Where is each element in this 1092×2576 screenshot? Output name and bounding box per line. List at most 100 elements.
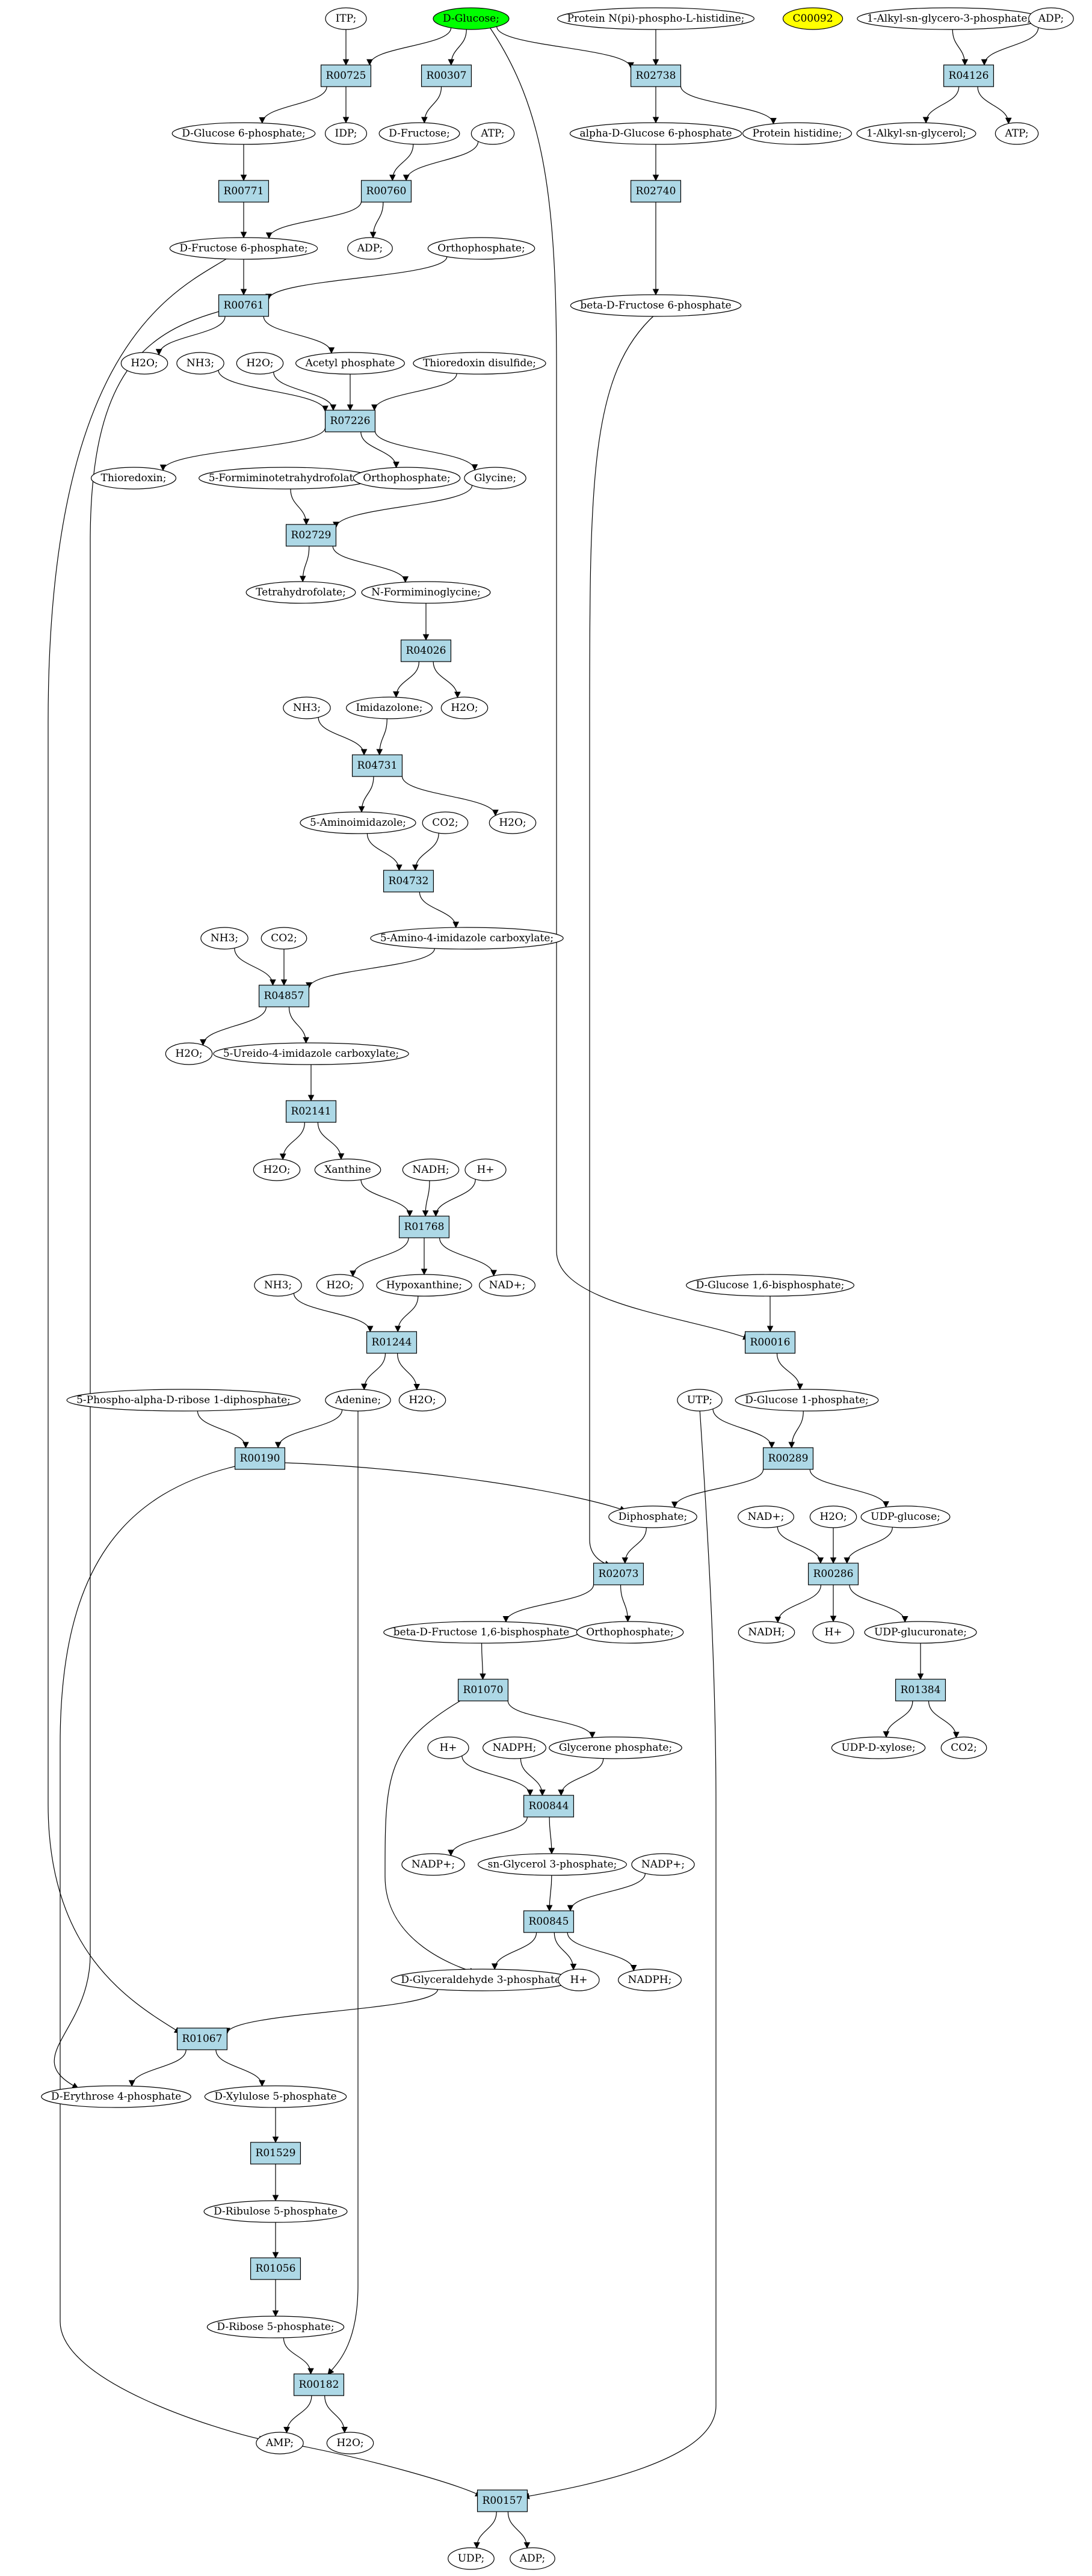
compound-node[interactable]: NADH; — [738, 1621, 795, 1644]
compound-node[interactable]: D-Ribulose 5-phosphate — [203, 2200, 348, 2223]
compound-node[interactable]: H2O; — [316, 1274, 364, 1297]
reaction-node[interactable]: R00289 — [762, 1447, 814, 1470]
compound-node[interactable]: beta-D-Fructose 6-phosphate — [570, 294, 742, 317]
reaction-node[interactable]: R00016 — [744, 1331, 796, 1354]
compound-node[interactable]: H+ — [427, 1736, 469, 1759]
compound-node[interactable]: NAD+; — [479, 1274, 535, 1297]
compound-node[interactable]: C00092 — [782, 7, 844, 30]
compound-node[interactable]: H2O; — [120, 352, 168, 375]
reaction-node[interactable]: R00760 — [360, 180, 412, 203]
compound-node[interactable]: D-Glucose 1,6-bisphosphate; — [685, 1274, 855, 1297]
compound-node[interactable]: NADP+; — [631, 1853, 695, 1876]
compound-node[interactable]: 5-Amino-4-imidazole carboxylate; — [370, 927, 564, 950]
compound-node[interactable]: H2O; — [440, 696, 489, 719]
reaction-node[interactable]: R04026 — [400, 639, 452, 662]
compound-node[interactable]: NADPH; — [618, 1969, 682, 1991]
reaction-node[interactable]: R00761 — [218, 294, 270, 317]
reaction-node[interactable]: R04126 — [943, 64, 995, 87]
compound-node[interactable]: Thioredoxin disulfide; — [413, 352, 546, 375]
compound-node[interactable]: NAD+; — [738, 1505, 794, 1528]
compound-node[interactable]: D-Glyceraldehyde 3-phosphate; — [390, 1969, 575, 1991]
compound-node[interactable]: Protein histidine; — [742, 122, 853, 145]
compound-node[interactable]: NH3; — [176, 352, 224, 375]
compound-node[interactable]: CO2; — [940, 1736, 987, 1759]
reaction-node[interactable]: R00844 — [523, 1795, 575, 1818]
compound-node[interactable]: ATP; — [470, 122, 515, 145]
compound-node[interactable]: Imidazolone; — [345, 696, 433, 719]
compound-node[interactable]: N-Formiminoglycine; — [361, 581, 491, 604]
compound-node[interactable]: ADP; — [1028, 7, 1074, 30]
compound-node[interactable]: ADP; — [347, 237, 393, 260]
compound-node[interactable]: H2O; — [398, 1389, 446, 1412]
compound-node[interactable]: Diphosphate; — [608, 1505, 697, 1528]
compound-node[interactable]: Tetrahydrofolate; — [245, 581, 356, 604]
compound-node[interactable]: D-Fructose; — [378, 122, 460, 145]
compound-node[interactable]: Orthophosphate; — [353, 467, 461, 490]
reaction-node[interactable]: R00182 — [293, 2373, 345, 2396]
compound-node[interactable]: UDP-glucuronate; — [864, 1621, 977, 1644]
compound-node[interactable]: CO2; — [422, 811, 469, 834]
compound-node[interactable]: D-Glucose; — [433, 7, 510, 30]
compound-node[interactable]: ATP; — [995, 122, 1039, 145]
compound-node[interactable]: Thioredoxin; — [90, 467, 177, 490]
reaction-node[interactable]: R01056 — [250, 2257, 301, 2280]
compound-node[interactable]: CO2; — [261, 927, 307, 950]
compound-node[interactable]: NH3; — [200, 927, 248, 950]
compound-node[interactable]: 1-Alkyl-sn-glycero-3-phosphate; — [857, 7, 1041, 30]
reaction-node[interactable]: R01768 — [398, 1216, 450, 1238]
compound-node[interactable]: 5-Formiminotetrahydrofolate; — [199, 467, 373, 490]
compound-node[interactable]: NH3; — [254, 1274, 302, 1297]
compound-node[interactable]: Adenine; — [325, 1389, 391, 1412]
compound-node[interactable]: ITP; — [325, 7, 367, 30]
compound-node[interactable]: 5-Aminoimidazole; — [300, 811, 416, 834]
reaction-node[interactable]: R07226 — [324, 410, 376, 432]
reaction-node[interactable]: R02740 — [630, 180, 682, 203]
reaction-node[interactable]: R01067 — [176, 2027, 228, 2050]
reaction-node[interactable]: R00157 — [477, 2489, 528, 2512]
compound-node[interactable]: UTP; — [677, 1389, 723, 1412]
reaction-node[interactable]: R00725 — [320, 64, 372, 87]
compound-node[interactable]: H+ — [558, 1969, 600, 1991]
compound-node[interactable]: H+ — [812, 1621, 854, 1644]
compound-node[interactable]: 5-Phospho-alpha-D-ribose 1-diphosphate; — [66, 1389, 301, 1412]
reaction-node[interactable]: R00286 — [807, 1563, 859, 1585]
compound-node[interactable]: Glycerone phosphate; — [549, 1736, 682, 1759]
reaction-node[interactable]: R00771 — [218, 180, 270, 203]
reaction-node[interactable]: R04732 — [383, 870, 434, 893]
compound-node[interactable]: H2O; — [489, 811, 537, 834]
compound-node[interactable]: H2O; — [165, 1042, 213, 1065]
compound-node[interactable]: alpha-D-Glucose 6-phosphate — [569, 122, 742, 145]
compound-node[interactable]: H2O; — [253, 1158, 301, 1181]
compound-node[interactable]: NADP+; — [401, 1853, 465, 1876]
compound-node[interactable]: AMP; — [256, 2432, 304, 2455]
compound-node[interactable]: 1-Alkyl-sn-glycerol; — [856, 122, 976, 145]
compound-node[interactable]: NH3; — [283, 696, 331, 719]
compound-node[interactable]: H2O; — [236, 352, 284, 375]
compound-node[interactable]: Protein N(pi)-phospho-L-histidine; — [557, 7, 754, 30]
compound-node[interactable]: 5-Ureido-4-imidazole carboxylate; — [213, 1042, 409, 1065]
compound-node[interactable]: ADP; — [510, 2547, 555, 2570]
compound-node[interactable]: D-Xylulose 5-phosphate — [204, 2085, 347, 2108]
compound-node[interactable]: D-Glucose 6-phosphate; — [171, 122, 316, 145]
compound-node[interactable]: Xanthine — [314, 1158, 381, 1181]
reaction-node[interactable]: R01244 — [366, 1331, 418, 1354]
compound-node[interactable]: sn-Glycerol 3-phosphate; — [478, 1853, 627, 1876]
reaction-node[interactable]: R04731 — [351, 754, 403, 777]
compound-node[interactable]: beta-D-Fructose 1,6-bisphosphate — [383, 1621, 579, 1644]
compound-node[interactable]: D-Ribose 5-phosphate; — [206, 2316, 345, 2338]
reaction-node[interactable]: R02729 — [285, 524, 337, 547]
compound-node[interactable]: Hypoxanthine; — [376, 1274, 472, 1297]
compound-node[interactable]: H2O; — [809, 1505, 857, 1528]
reaction-node[interactable]: R02738 — [630, 64, 682, 87]
compound-node[interactable]: NADH; — [402, 1158, 460, 1181]
compound-node[interactable]: D-Fructose 6-phosphate; — [169, 237, 318, 260]
compound-node[interactable]: IDP; — [324, 122, 368, 145]
reaction-node[interactable]: R00307 — [421, 64, 472, 87]
reaction-node[interactable]: R01529 — [250, 2142, 301, 2165]
reaction-node[interactable]: R00845 — [523, 1910, 575, 1933]
compound-node[interactable]: Orthophosphate; — [427, 237, 535, 260]
reaction-node[interactable]: R01384 — [895, 1679, 946, 1701]
compound-node[interactable]: Glycine; — [464, 467, 526, 490]
compound-node[interactable]: UDP-glucose; — [860, 1505, 951, 1528]
compound-node[interactable]: UDP-D-xylose; — [831, 1736, 926, 1759]
